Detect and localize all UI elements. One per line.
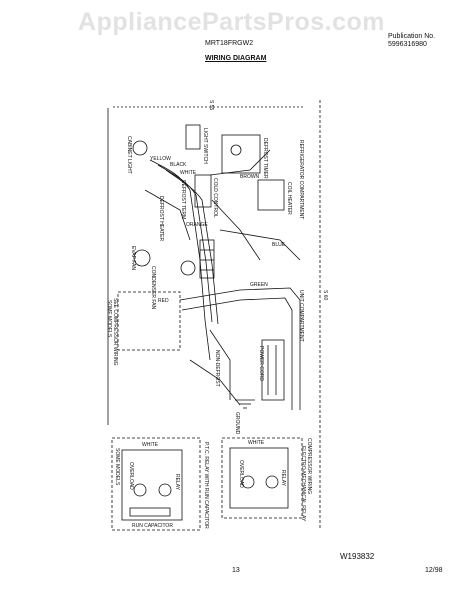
compressor-box	[117, 291, 181, 351]
diagram-title: WIRING DIAGRAM	[205, 55, 267, 62]
label-brown: BROWN	[240, 174, 260, 180]
publication-label: Publication No.	[388, 33, 436, 40]
label-ground: GROUND	[234, 412, 240, 435]
label-electro-mechanical: ELECTRO-MECHANICAL RELAY	[300, 446, 306, 522]
label-relay-2: RELAY	[280, 470, 286, 487]
figure-code: W193832	[340, 552, 375, 561]
ptc-relay-inner	[121, 449, 183, 521]
label-refrigerator-compartment: REFRIGERATOR COMPARTMENT	[298, 140, 304, 219]
label-relay-1: RELAY	[174, 474, 180, 491]
harness-wire-4	[144, 189, 191, 241]
label-run-capacitor: RUN CAPACITOR	[132, 523, 173, 529]
label-evap-fan: EVAP FAN	[130, 246, 136, 270]
em-relay-frame	[221, 437, 303, 519]
label-black: BLACK	[170, 162, 187, 168]
label-condenser-fan: CONDENSER FAN	[150, 266, 156, 309]
label-green: GREEN	[250, 282, 268, 288]
label-power-cord: POWER CORD	[258, 346, 264, 381]
label-ptc-relay: P.T.C. RELAY WITH RUN CAPACITOR	[203, 442, 209, 529]
label-defrost-timer: DEFROST TIMER	[262, 138, 268, 179]
label-non-defrost: NON-DEFROST	[214, 350, 220, 387]
label-overload-1: OVERLOAD	[128, 462, 134, 490]
label-defrost-term: DEFROST TERM	[180, 180, 186, 219]
label-unit-compartment: UNIT COMPARTMENT	[298, 290, 304, 342]
label-some-models-2: SOME MODELS	[114, 448, 120, 486]
harness-wire-3	[165, 169, 219, 325]
unit-wire-1	[179, 287, 301, 410]
publication-date: 12/98	[425, 567, 443, 574]
label-see-compressor: SEE COMPRESSOR WIRING	[112, 298, 118, 366]
evap-fan-symbol	[133, 249, 151, 267]
label-blue: BLUE	[272, 242, 286, 248]
unit-wire-3	[209, 329, 231, 400]
harness-wire-2	[157, 164, 213, 323]
label-white: WHITE	[180, 170, 197, 176]
em-overload-symbol	[241, 475, 255, 489]
condenser-fan-symbol	[180, 260, 196, 276]
label-coil-heater: COIL HEATER	[286, 182, 292, 215]
ptc-overload-symbol	[133, 483, 147, 497]
em-relay-symbol	[265, 475, 279, 489]
unit-wire-4	[189, 359, 241, 406]
timer-motor-symbol	[230, 144, 242, 156]
label-cabinet-light: CABINET LIGHT	[126, 136, 132, 174]
label-cold-control: COLD CONTROL	[212, 178, 218, 218]
label-yellow: YELLOW	[150, 156, 171, 162]
run-capacitor-symbol	[129, 507, 171, 517]
defrost-timer-box	[221, 134, 261, 174]
harness-wire-7	[219, 229, 301, 261]
em-relay-inner	[229, 447, 289, 509]
page-number: 13	[232, 567, 240, 574]
label-compressor-wiring: COMPRESSOR WIRING	[306, 438, 312, 494]
power-cord-box	[261, 339, 285, 401]
harness-wire-6	[211, 199, 261, 261]
label-dim-top: S 55	[208, 100, 214, 111]
label-red: RED	[158, 298, 169, 304]
model-number: MRT18FRGW2	[205, 40, 254, 47]
harness-wire-5	[209, 149, 271, 176]
coil-heater-box	[257, 179, 285, 211]
label-dim-side: S 60	[322, 290, 328, 301]
label-white-ptc: WHITE	[142, 442, 159, 448]
watermark: AppliancePartsPros.com	[78, 8, 385, 36]
label-defrost-heater: DEFROST HEATER	[158, 196, 164, 241]
label-white-em: WHITE	[248, 440, 265, 446]
label-some-models: SOME MODELS	[106, 300, 112, 338]
publication-number: 5996316980	[388, 41, 427, 48]
cabinet-light-symbol	[132, 140, 148, 156]
light-switch-box	[185, 124, 201, 150]
ptc-relay-symbol	[158, 483, 172, 497]
unit-wire-2	[181, 297, 293, 410]
label-light-switch: LIGHT SWITCH	[202, 128, 208, 164]
label-orange: ORANGE	[186, 222, 208, 228]
terminal-block	[199, 239, 215, 279]
label-overload-2: OVERLOAD	[238, 460, 244, 488]
